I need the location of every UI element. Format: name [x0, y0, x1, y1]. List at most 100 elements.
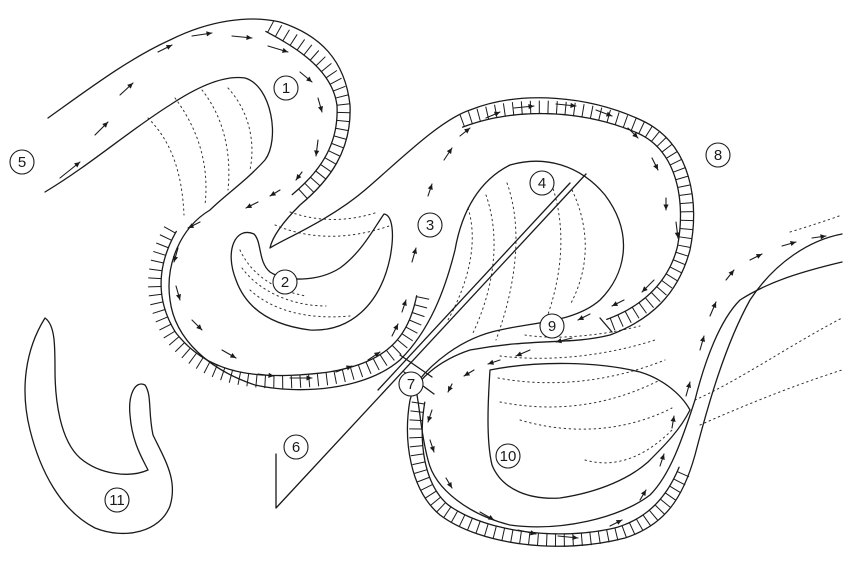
hatch-tick — [651, 292, 660, 301]
hatch-tick — [662, 280, 672, 288]
hatch-tick — [326, 71, 337, 78]
hatch-tick — [321, 164, 332, 171]
cut-bank-edge — [463, 114, 681, 320]
hatch-tick — [402, 334, 413, 341]
hatch-tick — [528, 532, 529, 545]
hatch-tick — [416, 297, 429, 300]
hatch-tick — [337, 104, 350, 106]
hatch-tick — [332, 143, 344, 148]
hatch-tick — [431, 497, 441, 505]
hatch-tick — [629, 523, 634, 535]
hatch-tick — [265, 375, 266, 388]
hatch-tick — [680, 203, 693, 204]
hatch-tick — [290, 34, 297, 45]
channel-banks — [25, 19, 842, 546]
hatch-tick — [610, 318, 615, 330]
flow-arrowhead — [556, 338, 562, 343]
hatch-tick — [409, 320, 421, 325]
flow-arrowhead — [296, 174, 301, 180]
hatch-tick — [247, 373, 249, 386]
marker-5: 5 — [10, 150, 34, 174]
marker-7: 7 — [399, 372, 423, 396]
hatch-tick — [460, 114, 465, 126]
hatch-tick — [639, 122, 645, 134]
cut-bank-edge — [266, 31, 337, 194]
hatch-tick — [275, 25, 281, 36]
hatch-tick — [476, 521, 480, 533]
hatch-tick — [411, 454, 424, 456]
hatch-tick — [336, 128, 349, 130]
flow-arrowhead — [430, 446, 435, 452]
hatch-tick — [410, 446, 423, 447]
hatch-tick — [149, 269, 162, 271]
hatch-tick — [467, 518, 472, 530]
flow-arrowhead — [402, 300, 407, 306]
hatch-tick — [678, 185, 691, 188]
hatch-tick — [410, 411, 423, 412]
hatch-tick — [670, 159, 682, 165]
hatch-tick — [326, 372, 328, 385]
hatch-tick — [631, 118, 636, 130]
hatch-tick — [310, 51, 319, 61]
hatch-tick — [366, 362, 371, 374]
hatch-tick — [342, 369, 345, 382]
hatch-tick — [657, 287, 667, 296]
hatch-tick — [598, 531, 600, 544]
hatch-tick — [153, 310, 165, 314]
hatch-tick — [160, 235, 172, 241]
marker-4: 4 — [530, 171, 554, 195]
hatch-tick — [153, 251, 165, 255]
hatch-tick — [677, 472, 689, 477]
hatch-tick — [468, 111, 472, 123]
marker-label: 2 — [281, 274, 289, 291]
hatch-tick — [334, 371, 336, 384]
flow-arrowhead — [663, 205, 668, 211]
hatch-tick — [156, 243, 168, 248]
hatch-tick — [304, 45, 312, 55]
hatch-tick — [196, 358, 203, 369]
hatch-tick — [149, 294, 162, 296]
hatch-tick — [415, 470, 427, 474]
hatch-tick — [546, 534, 547, 547]
hatch-tick — [164, 331, 175, 338]
hatch-tick — [537, 533, 538, 546]
hatch-tick — [317, 373, 318, 386]
hatch-tick — [164, 227, 175, 233]
hatch-tick — [676, 252, 688, 256]
flow-arrowhead — [428, 184, 433, 190]
hatch-tick — [662, 144, 672, 152]
hatch-tick — [148, 278, 161, 279]
flow-arrowhead — [447, 148, 452, 154]
cut-bank-hatching — [148, 21, 693, 547]
hatch-tick — [300, 375, 301, 388]
hatch-tick — [520, 531, 522, 544]
hatch-tick — [421, 484, 433, 490]
hatch-tick — [679, 237, 692, 239]
marker-label: 1 — [282, 80, 290, 97]
hatch-tick — [316, 171, 326, 179]
hatch-tick — [655, 505, 664, 514]
hatch-tick — [590, 106, 593, 119]
hatch-tick — [330, 78, 341, 84]
hatch-tick — [204, 362, 210, 374]
hatch-tick — [321, 63, 331, 71]
point-bar-lines — [148, 88, 842, 463]
marker-label: 11 — [109, 492, 125, 509]
hatch-tick — [437, 503, 446, 512]
hatch-tick — [334, 136, 347, 139]
hatch-tick — [328, 151, 340, 157]
hatch-tick — [639, 303, 647, 314]
hatch-tick — [350, 367, 354, 379]
marker-label: 3 — [426, 217, 434, 234]
hatch-tick — [618, 315, 623, 327]
hatch-tick — [556, 101, 557, 114]
hatch-tick — [386, 350, 394, 360]
hatch-tick — [156, 317, 168, 322]
hatch-tick — [615, 112, 619, 124]
hatch-tick — [670, 267, 682, 273]
hatch-tick — [459, 515, 465, 527]
hatch-tick — [337, 120, 350, 121]
hatch-tick — [679, 194, 692, 196]
